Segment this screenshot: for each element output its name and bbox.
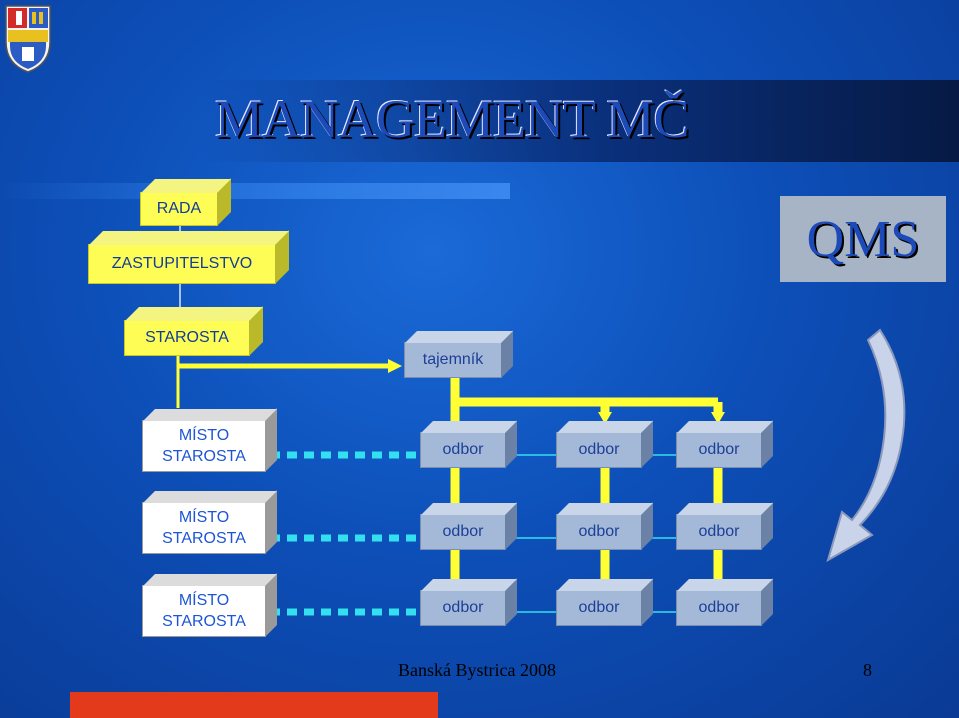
odbor-label: odbor bbox=[578, 441, 620, 458]
starosta-label: STAROSTA bbox=[145, 329, 229, 346]
qms-label: QMS bbox=[780, 196, 946, 282]
page-title: MANAGEMENT MČ bbox=[215, 89, 690, 149]
tajemnik-label: tajemník bbox=[422, 351, 484, 368]
odbor-label: odbor bbox=[578, 523, 620, 540]
misto-line1: MÍSTO bbox=[178, 509, 230, 526]
odbor-label: odbor bbox=[442, 441, 484, 458]
odbor-label: odbor bbox=[442, 523, 484, 540]
rada-box: RADA bbox=[140, 192, 218, 226]
zastupitelstvo-label: ZASTUPITELSTVO bbox=[111, 255, 253, 272]
page-number: 8 bbox=[863, 660, 872, 680]
bottom-accent-bar bbox=[70, 692, 438, 718]
starosta-box: STAROSTA bbox=[124, 320, 250, 356]
odbor-box: odbor bbox=[676, 514, 762, 550]
misto-line2: STAROSTA bbox=[162, 613, 246, 630]
odbor-box: odbor bbox=[556, 590, 642, 626]
arrowhead-tajemnik bbox=[388, 359, 402, 373]
odbor-label: odbor bbox=[698, 599, 740, 616]
misto-line2: STAROSTA bbox=[162, 530, 246, 547]
odbor-box: odbor bbox=[556, 432, 642, 468]
title-band bbox=[200, 80, 959, 162]
footer-text: Banská Bystrica 2008 bbox=[398, 660, 556, 680]
odbor-box: odbor bbox=[420, 432, 506, 468]
odbor-label: odbor bbox=[442, 599, 484, 616]
tajemnik-box: tajemník bbox=[404, 342, 502, 378]
rada-label: RADA bbox=[156, 200, 202, 217]
odbor-box: odbor bbox=[676, 432, 762, 468]
misto-starosta-box: MÍSTO STAROSTA bbox=[142, 420, 266, 472]
zastupitelstvo-box: ZASTUPITELSTVO bbox=[88, 244, 276, 284]
arrowhead-col3 bbox=[711, 412, 725, 424]
curved-arrow-icon bbox=[826, 328, 906, 563]
misto-starosta-box: MÍSTO STAROSTA bbox=[142, 585, 266, 637]
odbor-box: odbor bbox=[676, 590, 762, 626]
odbor-box: odbor bbox=[420, 590, 506, 626]
misto-line1: MÍSTO bbox=[178, 427, 230, 444]
odbor-label: odbor bbox=[698, 441, 740, 458]
misto-line2: STAROSTA bbox=[162, 448, 246, 465]
odbor-box: odbor bbox=[556, 514, 642, 550]
odbor-label: odbor bbox=[578, 599, 620, 616]
coat-of-arms-icon bbox=[5, 5, 51, 73]
odbor-label: odbor bbox=[698, 523, 740, 540]
misto-starosta-box: MÍSTO STAROSTA bbox=[142, 502, 266, 554]
misto-line1: MÍSTO bbox=[178, 592, 230, 609]
odbor-box: odbor bbox=[420, 514, 506, 550]
accent-bar bbox=[0, 183, 510, 199]
arrowhead-col2 bbox=[598, 412, 612, 424]
